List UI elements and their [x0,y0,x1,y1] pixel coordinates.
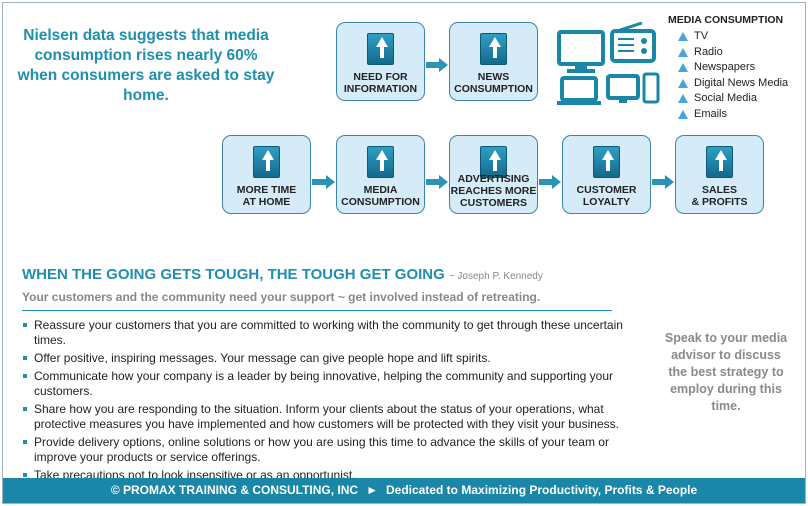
list-item: Offer positive, inspiring messages. Your… [22,351,647,366]
media-list-item: Newspapers [668,60,804,76]
triangle-bullet-icon [678,94,688,103]
list-item: Reassure your customers that you are com… [22,318,647,348]
media-list-item: Social Media [668,91,804,107]
headline: WHEN THE GOING GETS TOUGH, THE TOUGH GET… [22,266,543,283]
flow-arrow [426,175,448,189]
play-arrow-icon: ► [366,483,378,497]
advisor-callout: Speak to your media advisor to discuss t… [664,331,788,413]
list-item: Communicate how your company is a leader… [22,369,647,399]
triangle-bullet-icon [678,32,688,41]
headline-attribution: ~ Joseph P. Kennedy [448,271,543,282]
flow-arrow [652,175,674,189]
media-list-item: Digital News Media [668,76,804,92]
media-list-item: TV [668,29,804,45]
footer-tagline: Dedicated to Maximizing Productivity, Pr… [386,483,698,497]
flow-arrow [312,175,335,189]
media-consumption-list: MEDIA CONSUMPTION TV Radio Newspapers Di… [668,14,804,122]
footer-copyright: © PROMAX TRAINING & CONSULTING, INC [110,483,359,497]
up-arrow-icon [706,146,733,178]
flow-box-sales-and-profits: SALES& PROFITS [675,135,764,214]
list-item: Provide delivery options, online solutio… [22,435,647,465]
bullet-list: Reassure your customers that you are com… [22,318,647,486]
media-list-item: Radio [668,45,804,61]
flow-arrow [426,58,448,72]
flow-box-label: SALES& PROFITS [691,184,748,208]
media-list-item: Emails [668,107,804,123]
up-arrow-icon [367,146,394,178]
triangle-bullet-icon [678,78,688,88]
flow-arrow [539,175,561,189]
triangle-bullet-icon [678,109,688,119]
media-devices-icon [557,22,660,105]
footer-bar: © PROMAX TRAINING & CONSULTING, INC ► Dedi… [3,478,805,503]
up-arrow-icon [253,146,280,178]
triangle-bullet-icon [678,47,688,57]
up-arrow-icon [480,33,507,65]
intro-text: Nielsen data suggests that media consump… [17,27,275,104]
subheading: Your customers and the community need yo… [22,290,612,311]
up-arrow-icon [593,146,620,178]
up-arrow-icon [367,33,394,65]
media-list-title: MEDIA CONSUMPTION [668,14,784,26]
up-arrow-icon [480,146,507,178]
triangle-bullet-icon [678,63,688,72]
list-item: Share how you are responding to the situ… [22,402,647,432]
